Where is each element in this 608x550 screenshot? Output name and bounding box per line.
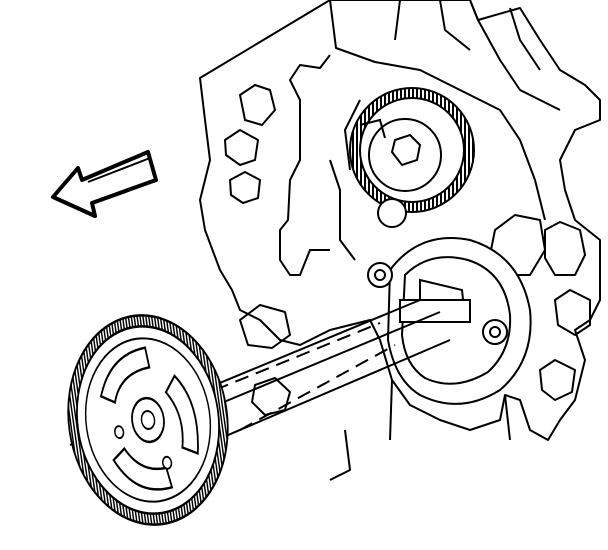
upper-gear [349, 87, 475, 213]
large-gear [67, 314, 229, 526]
direction-arrow-icon [51, 150, 158, 218]
crank-flange [367, 237, 532, 405]
idler-hole [377, 198, 407, 228]
engine-block [199, 0, 601, 481]
